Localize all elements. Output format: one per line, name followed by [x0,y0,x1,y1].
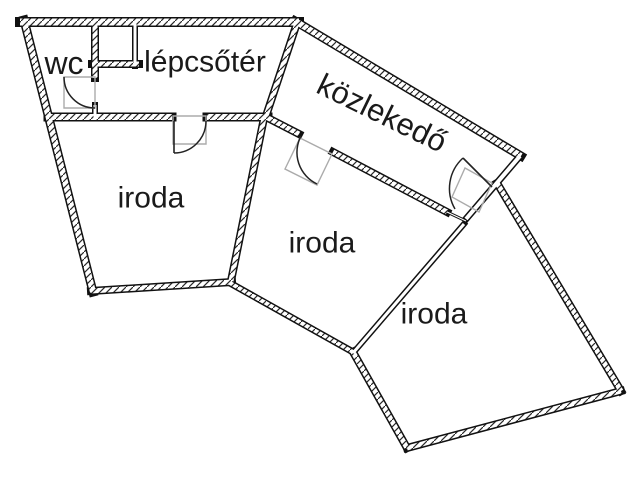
door-leaf [462,157,493,188]
wc-door [63,76,96,109]
exterior-wall-hatch [293,18,523,159]
room-label-iroda-2: iroda [289,227,356,260]
exterior-wall-hatch [350,350,410,450]
exterior-wall-hatch [494,181,624,393]
exterior-wall-hatch [21,19,96,293]
door-panel [284,137,333,186]
room-label-iroda-1: iroda [118,182,185,215]
interior-wall-core [446,211,467,222]
door-panel [451,167,493,213]
exterior-wall-hatch [229,281,354,354]
interior-wall-core [464,154,522,221]
room-label-lepcsoter: lépcsőtér [144,46,266,79]
exterior-wall-hatch [263,22,300,117]
room-label-wc: wc [43,45,83,81]
walls-fill-layer [20,18,624,451]
exterior-wall-hatch [90,279,233,294]
exterior-wall-hatch [228,117,267,282]
door-swing-arc [448,157,464,210]
iroda-2-door [284,135,333,186]
exterior-wall-hatch [331,149,449,215]
door-swing-arc [63,76,96,109]
door-swing-arc [296,135,318,185]
door-panel [172,115,207,145]
iroda-1-door [172,115,207,154]
door-swing-arc [173,120,207,154]
interior-wall-core [351,223,466,354]
doors-layer [63,76,493,213]
exterior-wall-hatch [264,114,301,137]
iroda-3-door [448,157,493,213]
room-label-iroda-3: iroda [401,298,468,331]
exterior-wall-hatch [406,388,622,451]
